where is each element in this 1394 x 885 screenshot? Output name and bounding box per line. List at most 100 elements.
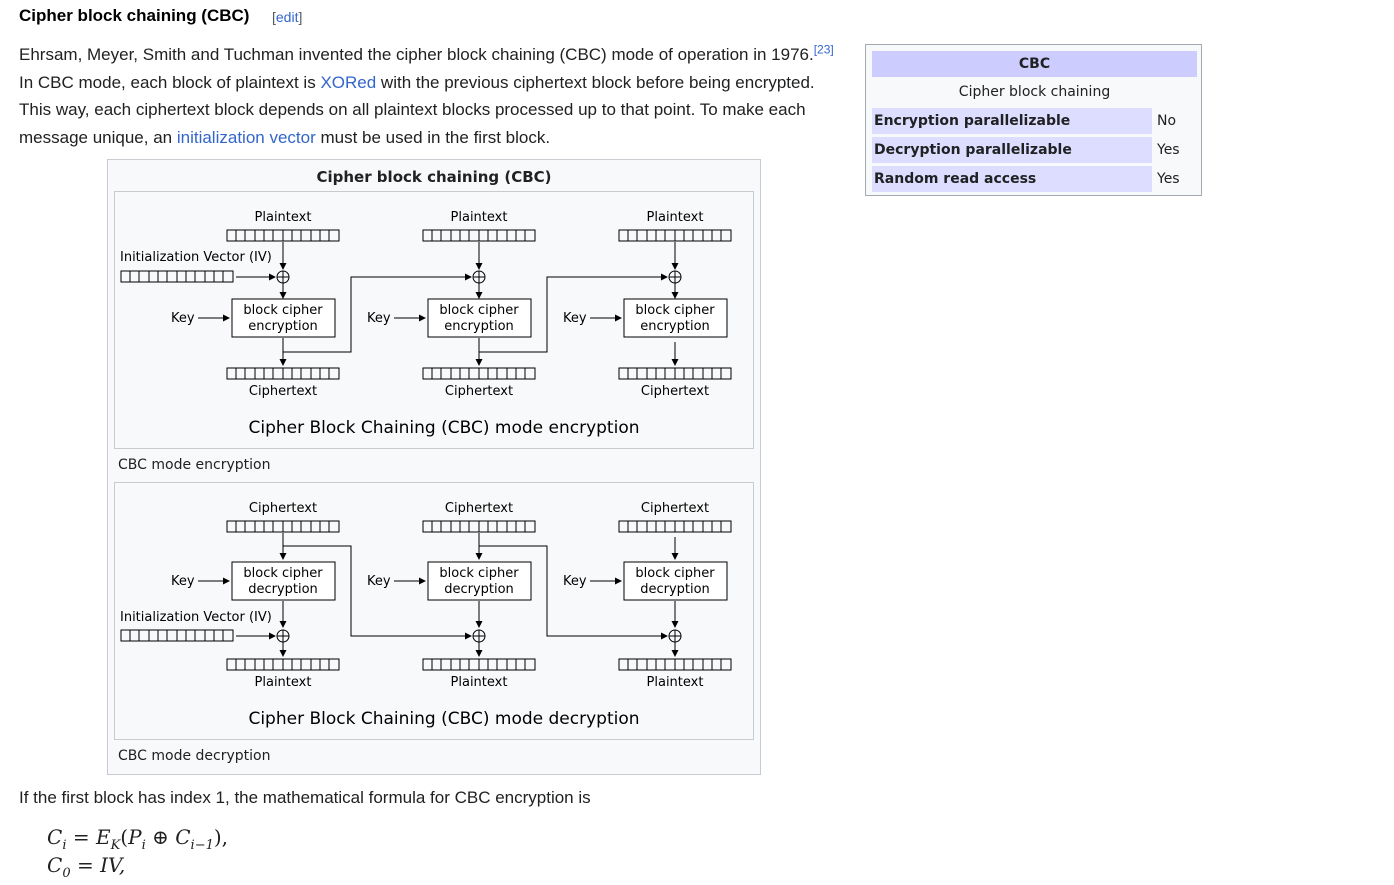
formula-symbol: C <box>47 853 63 877</box>
infobox-label: Random read access <box>872 166 1152 192</box>
infobox-row: Random read access Yes <box>872 166 1197 192</box>
plaintext-block <box>422 229 536 242</box>
ciphertext-block <box>226 520 340 533</box>
block-cipher-line2: encryption <box>248 319 318 334</box>
xor-icon <box>472 629 486 643</box>
block-cipher-box <box>623 298 728 338</box>
diagram-title: Cipher Block Chaining (CBC) mode decrypt… <box>248 709 639 729</box>
decryption-diagram[interactable]: Ciphertext Key block cipher decryption I… <box>114 482 754 740</box>
figure-caption: CBC mode decryption <box>118 748 271 764</box>
formula-symbol: E <box>95 825 111 849</box>
xor-icon <box>668 629 682 643</box>
infobox-value: Yes <box>1157 171 1180 187</box>
formula-subscript: i <box>141 838 146 853</box>
block-cipher-line1: block cipher <box>439 566 519 581</box>
formula-line-2: C0 = IV, <box>47 853 125 881</box>
infobox-value: Yes <box>1157 142 1180 158</box>
formula-subscript: i−1 <box>190 838 214 853</box>
xored-link[interactable]: XORed <box>320 72 377 92</box>
iv-label: Initialization Vector (IV) <box>120 610 272 625</box>
block-cipher-line1: block cipher <box>635 303 715 318</box>
edit-link[interactable]: edit <box>275 9 299 25</box>
ciphertext-block <box>618 367 732 380</box>
block-cipher-box <box>231 298 336 338</box>
plaintext-block <box>618 229 732 242</box>
block-cipher-box <box>427 561 532 601</box>
plaintext-label: Plaintext <box>451 210 508 225</box>
decryption-svg: Ciphertext Key block cipher decryption I… <box>120 501 732 729</box>
infobox-title: CBC <box>872 51 1197 77</box>
formula-symbol: IV, <box>100 853 126 877</box>
block-cipher-box <box>427 298 532 338</box>
initialization-vector-link[interactable]: initialization vector <box>176 127 316 147</box>
plaintext-block <box>422 658 536 671</box>
formula-symbol: P <box>128 825 142 849</box>
block-cipher-line2: decryption <box>248 582 318 597</box>
ciphertext-label: Ciphertext <box>641 384 709 399</box>
plaintext-label: Plaintext <box>647 675 704 690</box>
ciphertext-label: Ciphertext <box>249 384 317 399</box>
block-cipher-line2: decryption <box>444 582 514 597</box>
block-cipher-box <box>623 561 728 601</box>
plaintext-block <box>226 658 340 671</box>
diagram-title: Cipher Block Chaining (CBC) mode encrypt… <box>248 418 639 438</box>
key-label: Key <box>367 311 391 326</box>
formula-line-1: Ci = EK(Pi ⊕ Ci−1), <box>47 825 228 853</box>
block-cipher-line1: block cipher <box>243 303 323 318</box>
ciphertext-label: Ciphertext <box>445 501 513 516</box>
plaintext-label: Plaintext <box>255 675 312 690</box>
formula-operator: = <box>66 825 96 849</box>
key-label: Key <box>171 311 195 326</box>
xor-icon <box>276 629 290 643</box>
infobox-label: Decryption parallelizable <box>872 137 1152 163</box>
citation-link[interactable]: [23] <box>813 42 834 57</box>
infobox-value: No <box>1157 113 1177 129</box>
block-cipher-line1: block cipher <box>439 303 519 318</box>
formula-symbol: C <box>175 825 191 849</box>
formula-subscript: i <box>62 838 67 853</box>
ciphertext-block <box>618 520 732 533</box>
edit-section: [edit] <box>272 9 302 25</box>
iv-label: Initialization Vector (IV) <box>120 250 272 265</box>
formula-intro: If the first block has index 1, the math… <box>19 788 591 807</box>
paragraph-text: Ehrsam, Meyer, Smith and Tuchman invente… <box>19 45 814 64</box>
ciphertext-block <box>422 520 536 533</box>
encryption-svg: Plaintext Initialization Vector (IV) Key… <box>120 210 732 438</box>
block-cipher-line2: decryption <box>640 582 710 597</box>
iv-block <box>120 270 234 283</box>
edit-bracket-close: ] <box>298 9 303 25</box>
ciphertext-label: Ciphertext <box>641 501 709 516</box>
paragraph-text: In CBC mode, each block of plaintext is <box>19 72 321 92</box>
block-cipher-line2: encryption <box>640 319 710 334</box>
infobox: CBC Cipher block chaining Encryption par… <box>865 44 1202 196</box>
figure-caption: CBC mode encryption <box>118 457 271 473</box>
infobox-row: Decryption parallelizable Yes <box>872 137 1197 163</box>
formula-operator: ( <box>120 825 129 849</box>
plaintext-label: Plaintext <box>647 210 704 225</box>
formula-operator: ⊕ <box>145 825 176 849</box>
encryption-diagram[interactable]: Plaintext Initialization Vector (IV) Key… <box>114 191 754 449</box>
xor-icon <box>472 270 486 284</box>
block-cipher-line1: block cipher <box>243 566 323 581</box>
paragraph-text: with the previous ciphertext block befor… <box>19 72 815 147</box>
infobox-row: Encryption parallelizable No <box>872 108 1197 134</box>
block-cipher-box <box>231 561 336 601</box>
ciphertext-label: Ciphertext <box>445 384 513 399</box>
figure-title: Cipher block chaining (CBC) <box>316 168 552 186</box>
iv-block <box>120 629 234 642</box>
section-heading: Cipher block chaining (CBC) <box>19 6 250 25</box>
ciphertext-block <box>422 367 536 380</box>
edit-bracket-open: [ <box>272 9 276 25</box>
formula-operator: = <box>70 853 101 877</box>
cbc-figure: Cipher block chaining (CBC) Plaintext In… <box>107 159 761 775</box>
infobox-label: Encryption parallelizable <box>872 108 1152 134</box>
plaintext-block <box>618 658 732 671</box>
key-label: Key <box>171 574 195 589</box>
key-label: Key <box>563 574 587 589</box>
block-cipher-line1: block cipher <box>635 566 715 581</box>
ciphertext-label: Ciphertext <box>249 501 317 516</box>
formula-subscript: 0 <box>62 866 71 881</box>
formula-subscript: K <box>110 838 121 853</box>
xor-icon <box>668 270 682 284</box>
key-label: Key <box>367 574 391 589</box>
